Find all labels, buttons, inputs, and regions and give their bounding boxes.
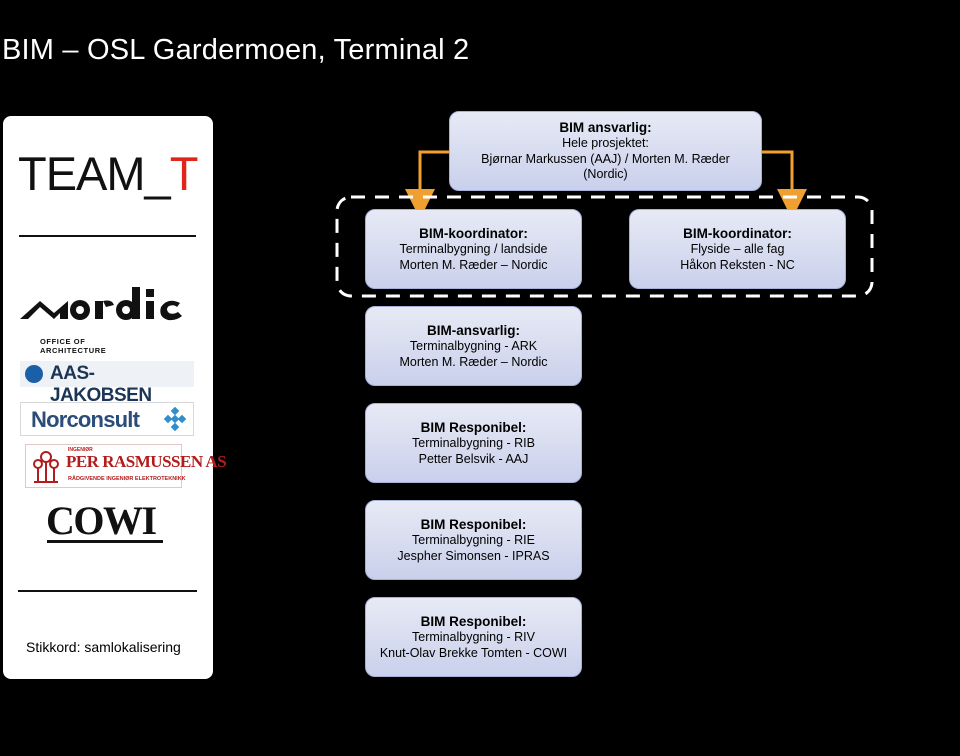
norconsult-text: Norconsult bbox=[31, 407, 140, 432]
responsibel-riv-line2: Knut-Olav Brekke Tomten - COWI bbox=[379, 645, 568, 660]
per-rasmussen-subtitle: RÅDGIVENDE INGENIØR ELEKTROTEKNIKK bbox=[68, 476, 186, 482]
per-rasmussen-logo: INGENIØR PER RASMUSSEN AS RÅDGIVENDE ING… bbox=[25, 444, 227, 488]
per-rasmussen-name: PER RASMUSSEN AS bbox=[66, 452, 227, 471]
per-rasmussen-top: INGENIØR bbox=[68, 447, 93, 453]
responsibel-rie-heading: BIM Responibel: bbox=[420, 517, 527, 532]
ansvarlig-ark-line1: Terminalbygning - ARK bbox=[409, 339, 538, 353]
ansvarlig-ark-line2: Morten M. Ræder – Nordic bbox=[399, 354, 548, 369]
ansvarlig-ark-heading: BIM-ansvarlig: bbox=[426, 323, 521, 338]
cowi-logo: COWI bbox=[46, 498, 157, 543]
bim-responsibel-rib-box: BIM Responibel: Terminalbygning - RIB Pe… bbox=[365, 403, 582, 483]
cowi-underline bbox=[47, 540, 163, 543]
aas-jakobsen-text: AAS-JAKOBSEN bbox=[50, 363, 152, 406]
koordinator-right-line1: Flyside – alle fag bbox=[690, 242, 785, 256]
connector-to-right-coordinator bbox=[762, 150, 807, 219]
koordinator-left-heading: BIM-koordinator: bbox=[419, 226, 528, 241]
norconsult-logo: Norconsult bbox=[20, 402, 194, 436]
aas-jakobsen-logo: AAS-JAKOBSEN bbox=[20, 361, 194, 406]
bim-ansvarlig-top-box: BIM ansvarlig: Hele prosjektet: Bjørnar … bbox=[449, 111, 762, 191]
nordic-subtitle-line2: ARCHITECTURE bbox=[40, 346, 107, 355]
koordinator-left-line1: Terminalbygning / landside bbox=[399, 242, 548, 256]
footer-keyword: Stikkord: samlokalisering bbox=[26, 639, 181, 655]
page-title: BIM – OSL Gardermoen, Terminal 2 bbox=[2, 34, 470, 66]
bim-ansvarlig-line2: Bjørnar Markussen (AAJ) / Morten M. Ræde… bbox=[481, 151, 730, 166]
divider-top bbox=[19, 235, 196, 237]
connector-to-left-coordinator bbox=[405, 150, 449, 219]
bim-ansvarlig-heading: BIM ansvarlig: bbox=[559, 120, 652, 136]
bim-ansvarlig-line1: Hele prosjektet: bbox=[562, 136, 649, 151]
responsibel-rie-line2: Jespher Simonsen - IPRAS bbox=[397, 548, 550, 563]
bim-koordinator-left-box: BIM-koordinator: Terminalbygning / lands… bbox=[365, 209, 582, 289]
team-logo-suffix: T bbox=[169, 147, 199, 200]
responsibel-riv-line1: Terminalbygning - RIV bbox=[412, 630, 535, 644]
responsibel-rib-heading: BIM Responibel: bbox=[420, 420, 527, 435]
coordinator-group-outline bbox=[335, 195, 874, 298]
responsibel-rib-line2: Petter Belsvik - AAJ bbox=[418, 451, 529, 466]
divider-bottom bbox=[18, 590, 197, 592]
bim-responsibel-rie-box: BIM Responibel: Terminalbygning - RIE Je… bbox=[365, 500, 582, 580]
per-rasmussen-icon bbox=[33, 451, 59, 483]
aas-jakobsen-icon bbox=[25, 365, 43, 383]
bim-ansvarlig-ark-box: BIM-ansvarlig: Terminalbygning - ARK Mor… bbox=[365, 306, 582, 386]
nordic-logo bbox=[20, 287, 182, 321]
responsibel-riv-heading: BIM Responibel: bbox=[420, 614, 527, 629]
partner-logo-panel bbox=[3, 116, 213, 679]
norconsult-diamond-icon bbox=[163, 407, 187, 431]
bim-ansvarlig-line3: (Nordic) bbox=[583, 167, 628, 182]
team-t-logo: TEAM_T bbox=[18, 147, 199, 200]
koordinator-right-line2: Håkon Reksten - NC bbox=[680, 257, 795, 272]
koordinator-right-heading: BIM-koordinator: bbox=[683, 226, 792, 241]
responsibel-rib-line1: Terminalbygning - RIB bbox=[412, 436, 535, 450]
team-logo-prefix: TEAM_ bbox=[18, 147, 171, 200]
bim-koordinator-right-box: BIM-koordinator: Flyside – alle fag Håko… bbox=[629, 209, 846, 289]
bim-responsibel-riv-box: BIM Responibel: Terminalbygning - RIV Kn… bbox=[365, 597, 582, 677]
nordic-subtitle-line1: OFFICE OF bbox=[40, 337, 86, 346]
koordinator-left-line2: Morten M. Ræder – Nordic bbox=[399, 257, 548, 272]
responsibel-rie-line1: Terminalbygning - RIE bbox=[412, 533, 535, 547]
